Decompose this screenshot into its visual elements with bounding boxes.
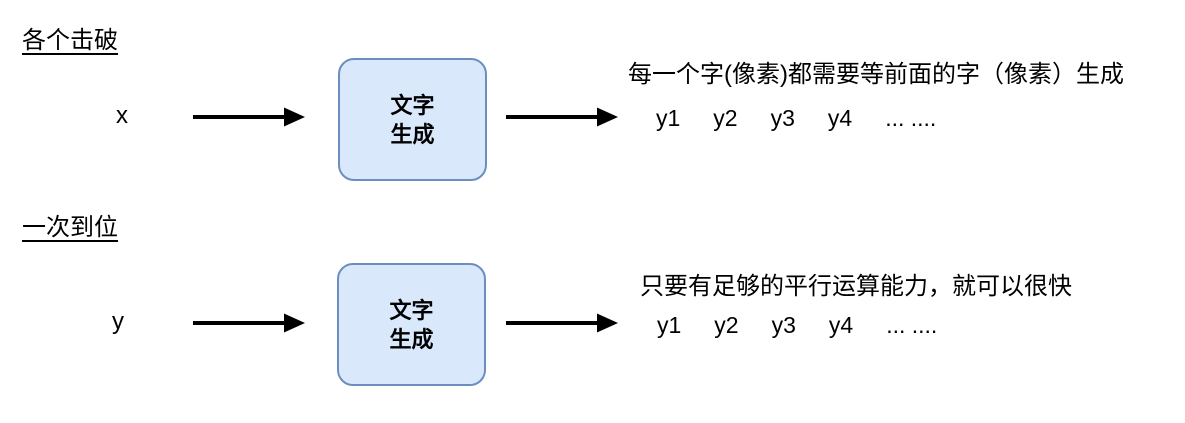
output-token: y3: [770, 105, 795, 131]
section-heading-all-at-once: 一次到位: [22, 214, 118, 241]
output-caption: 每一个字(像素)都需要等前面的字（像素）生成: [628, 61, 1124, 88]
output-token: y4: [828, 312, 854, 338]
output-token: y2: [714, 312, 739, 338]
output-token: y3: [771, 312, 796, 338]
output-token: y1: [657, 312, 682, 338]
output-token: y4: [827, 105, 853, 131]
input-variable-x: x: [116, 102, 128, 129]
output-token: y1: [656, 105, 681, 131]
section-heading-one-by-one: 各个击破: [22, 27, 118, 54]
process-box-label-line1: 文字: [390, 92, 435, 118]
arrow-right-icon: [506, 107, 618, 127]
input-variable-y: y: [112, 308, 124, 335]
arrow-right-icon: [506, 313, 618, 333]
arrow-right-icon: [193, 313, 305, 333]
process-box-label-line2: 生成: [390, 121, 435, 147]
output-token: y2: [713, 105, 738, 131]
output-token-row: y1 y2 y3 y4 ... ....: [656, 104, 936, 132]
output-token-row: y1 y2 y3 y4 ... ....: [657, 311, 937, 339]
output-caption: 只要有足够的平行运算能力，就可以很快: [640, 273, 1072, 300]
process-box-label-line2: 生成: [389, 326, 434, 352]
arrow-right-icon: [193, 107, 305, 127]
process-box: 文字 生成: [337, 263, 486, 386]
output-token-ellipsis: ... ....: [885, 105, 937, 131]
process-box: 文字 生成: [338, 58, 487, 181]
process-box-label-line1: 文字: [389, 297, 434, 323]
output-token-ellipsis: ... ....: [886, 312, 938, 338]
